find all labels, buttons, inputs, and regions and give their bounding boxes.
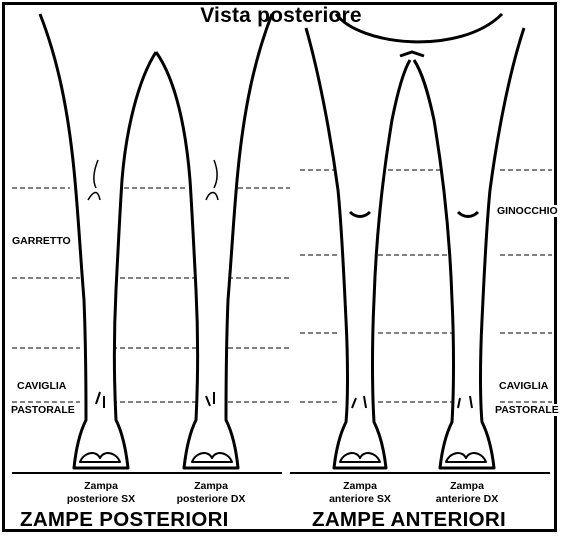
label-pastorale-right: PASTORALE [494,404,560,416]
label-pastorale-left: PASTORALE [10,404,76,416]
section-title-hind: ZAMPE POSTERIORI [20,508,229,532]
diagram-title: Vista posteriore [0,4,562,28]
label-caviglia-right: CAVIGLIA [498,380,549,392]
label-garretto: GARRETTO [11,235,72,247]
chest-notch [400,52,424,56]
section-title-fore: ZAMPE ANTERIORI [312,508,506,532]
label-ginocchio: GINOCCHIO [496,205,559,217]
hind-leg-right [156,14,272,468]
caption-fore-right: Zampa anteriore DX [412,480,522,506]
label-caviglia-left: CAVIGLIA [16,380,67,392]
caption-hind-left: Zampa posteriore SX [46,480,156,506]
caption-fore-left: Zampa anteriore SX [305,480,415,506]
caption-hind-right: Zampa posteriore DX [156,480,266,506]
